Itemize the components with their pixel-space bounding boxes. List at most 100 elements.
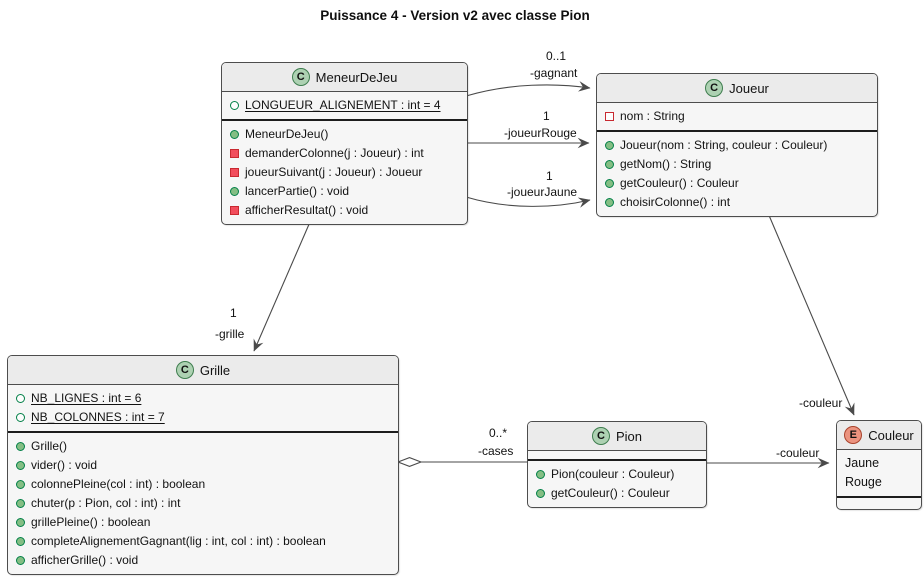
method-row: demanderColonne(j : Joueur) : int [230, 144, 459, 163]
class-joueur: C Joueur nom : String Joueur(nom : Strin… [596, 73, 878, 217]
method-text: chuter(p : Pion, col : int) : int [31, 496, 181, 510]
field-row: nom : String [605, 107, 869, 126]
method-text: completeAlignementGagnant(lig : int, col… [31, 534, 326, 548]
method-text: afficherResultat() : void [245, 203, 369, 217]
method-text: choisirColonne() : int [620, 195, 731, 209]
public-method-icon [16, 442, 25, 451]
public-static-field-icon [16, 394, 25, 403]
fields-compartment-empty [528, 451, 706, 459]
method-row: afficherResultat() : void [230, 201, 459, 220]
enum-values-compartment: Jaune Rouge [837, 450, 921, 496]
methods-compartment: MeneurDeJeu() demanderColonne(j : Joueur… [222, 119, 467, 224]
enum-stereotype-icon: E [844, 426, 863, 444]
method-text: lancerPartie() : void [245, 184, 350, 198]
class-stereotype-icon: C [705, 79, 724, 97]
enum-value: Rouge [845, 475, 882, 489]
field-row: NB_COLONNES : int = 7 [16, 408, 390, 427]
method-text: Pion(couleur : Couleur) [551, 467, 675, 481]
class-name: Pion [615, 428, 643, 444]
edge-joueur-rouge-multiplicity: 1 [543, 109, 550, 123]
public-method-icon [230, 187, 239, 196]
private-method-icon [230, 206, 239, 215]
method-text: demanderColonne(j : Joueur) : int [245, 146, 424, 160]
field-text: nom : String [620, 109, 685, 123]
class-meneurdejeu-header: C MeneurDeJeu [222, 63, 467, 92]
method-text: Joueur(nom : String, couleur : Couleur) [620, 138, 828, 152]
method-text: joueurSuivant(j : Joueur) : Joueur [245, 165, 423, 179]
class-meneurdejeu: C MeneurDeJeu LONGUEUR_ALIGNEMENT : int … [221, 62, 468, 225]
method-text: getCouleur() : Couleur [551, 486, 670, 500]
aggregation-diamond-icon [396, 457, 423, 467]
public-method-icon [16, 480, 25, 489]
edge-gagnant-multiplicity: 0..1 [546, 49, 567, 63]
method-row: Pion(couleur : Couleur) [536, 465, 698, 484]
edge-joueur-jaune-multiplicity: 1 [546, 169, 553, 183]
public-method-icon [16, 556, 25, 565]
public-method-icon [230, 130, 239, 139]
enum-methods-compartment-empty [837, 496, 921, 509]
field-row: NB_LIGNES : int = 6 [16, 389, 390, 408]
class-pion: C Pion Pion(couleur : Couleur) getCouleu… [527, 421, 707, 508]
edge-cases-role: -cases [478, 444, 514, 458]
methods-compartment: Joueur(nom : String, couleur : Couleur) … [597, 130, 877, 216]
method-row: chuter(p : Pion, col : int) : int [16, 494, 390, 513]
edge-gagnant-arrow [465, 81, 591, 97]
method-row: Grille() [16, 437, 390, 456]
public-method-icon [16, 461, 25, 470]
edge-pion-couleur-role: -couleur [776, 446, 820, 460]
public-method-icon [605, 141, 614, 150]
enum-couleur: E Couleur Jaune Rouge [836, 420, 922, 510]
method-row: joueurSuivant(j : Joueur) : Joueur [230, 163, 459, 182]
public-method-icon [16, 499, 25, 508]
fields-compartment: NB_LIGNES : int = 6 NB_COLONNES : int = … [8, 385, 398, 431]
class-pion-header: C Pion [528, 422, 706, 451]
edge-joueur-jaune-role: -joueurJaune [507, 185, 578, 199]
method-text: vider() : void [31, 458, 98, 472]
edge-grille-role: -grille [215, 327, 245, 341]
field-row: LONGUEUR_ALIGNEMENT : int = 4 [230, 96, 459, 115]
method-row: afficherGrille() : void [16, 551, 390, 570]
method-text: afficherGrille() : void [31, 553, 139, 567]
edge-joueur-couleur-role: -couleur [799, 396, 843, 410]
class-joueur-header: C Joueur [597, 74, 877, 103]
method-text: Grille() [31, 439, 67, 453]
enum-value: Jaune [845, 456, 880, 470]
public-static-field-icon [16, 413, 25, 422]
edge-gagnant-role: -gagnant [530, 66, 578, 80]
public-method-icon [16, 537, 25, 546]
fields-compartment: nom : String [597, 103, 877, 130]
private-method-icon [230, 149, 239, 158]
method-row: completeAlignementGagnant(lig : int, col… [16, 532, 390, 551]
method-row: grillePleine() : boolean [16, 513, 390, 532]
method-text: getCouleur() : Couleur [620, 176, 739, 190]
edge-joueur-couleur-arrow [767, 212, 855, 416]
method-text: MeneurDeJeu() [245, 127, 329, 141]
public-method-icon [16, 518, 25, 527]
method-text: grillePleine() : boolean [31, 515, 151, 529]
method-row: getCouleur() : Couleur [536, 484, 698, 503]
method-row: MeneurDeJeu() [230, 125, 459, 144]
private-field-icon [605, 112, 614, 121]
public-method-icon [605, 198, 614, 207]
method-row: lancerPartie() : void [230, 182, 459, 201]
public-method-icon [605, 160, 614, 169]
edge-joueur-rouge-role: -joueurRouge [504, 126, 577, 140]
class-stereotype-icon: C [291, 68, 310, 86]
public-method-icon [605, 179, 614, 188]
public-method-icon [536, 470, 545, 479]
public-static-field-icon [230, 101, 239, 110]
private-method-icon [230, 168, 239, 177]
class-grille: C Grille NB_LIGNES : int = 6 NB_COLONNES… [7, 355, 399, 575]
field-text: NB_LIGNES : int = 6 [31, 391, 142, 405]
method-row: getNom() : String [605, 155, 869, 174]
class-stereotype-icon: C [591, 427, 610, 445]
public-method-icon [536, 489, 545, 498]
method-text: getNom() : String [620, 157, 712, 171]
methods-compartment: Pion(couleur : Couleur) getCouleur() : C… [528, 459, 706, 507]
class-name: Joueur [729, 80, 769, 96]
method-row: Joueur(nom : String, couleur : Couleur) [605, 136, 869, 155]
diagram-title: Puissance 4 - Version v2 avec classe Pio… [320, 8, 590, 23]
class-name: Grille [199, 362, 231, 378]
enum-name: Couleur [868, 427, 914, 443]
